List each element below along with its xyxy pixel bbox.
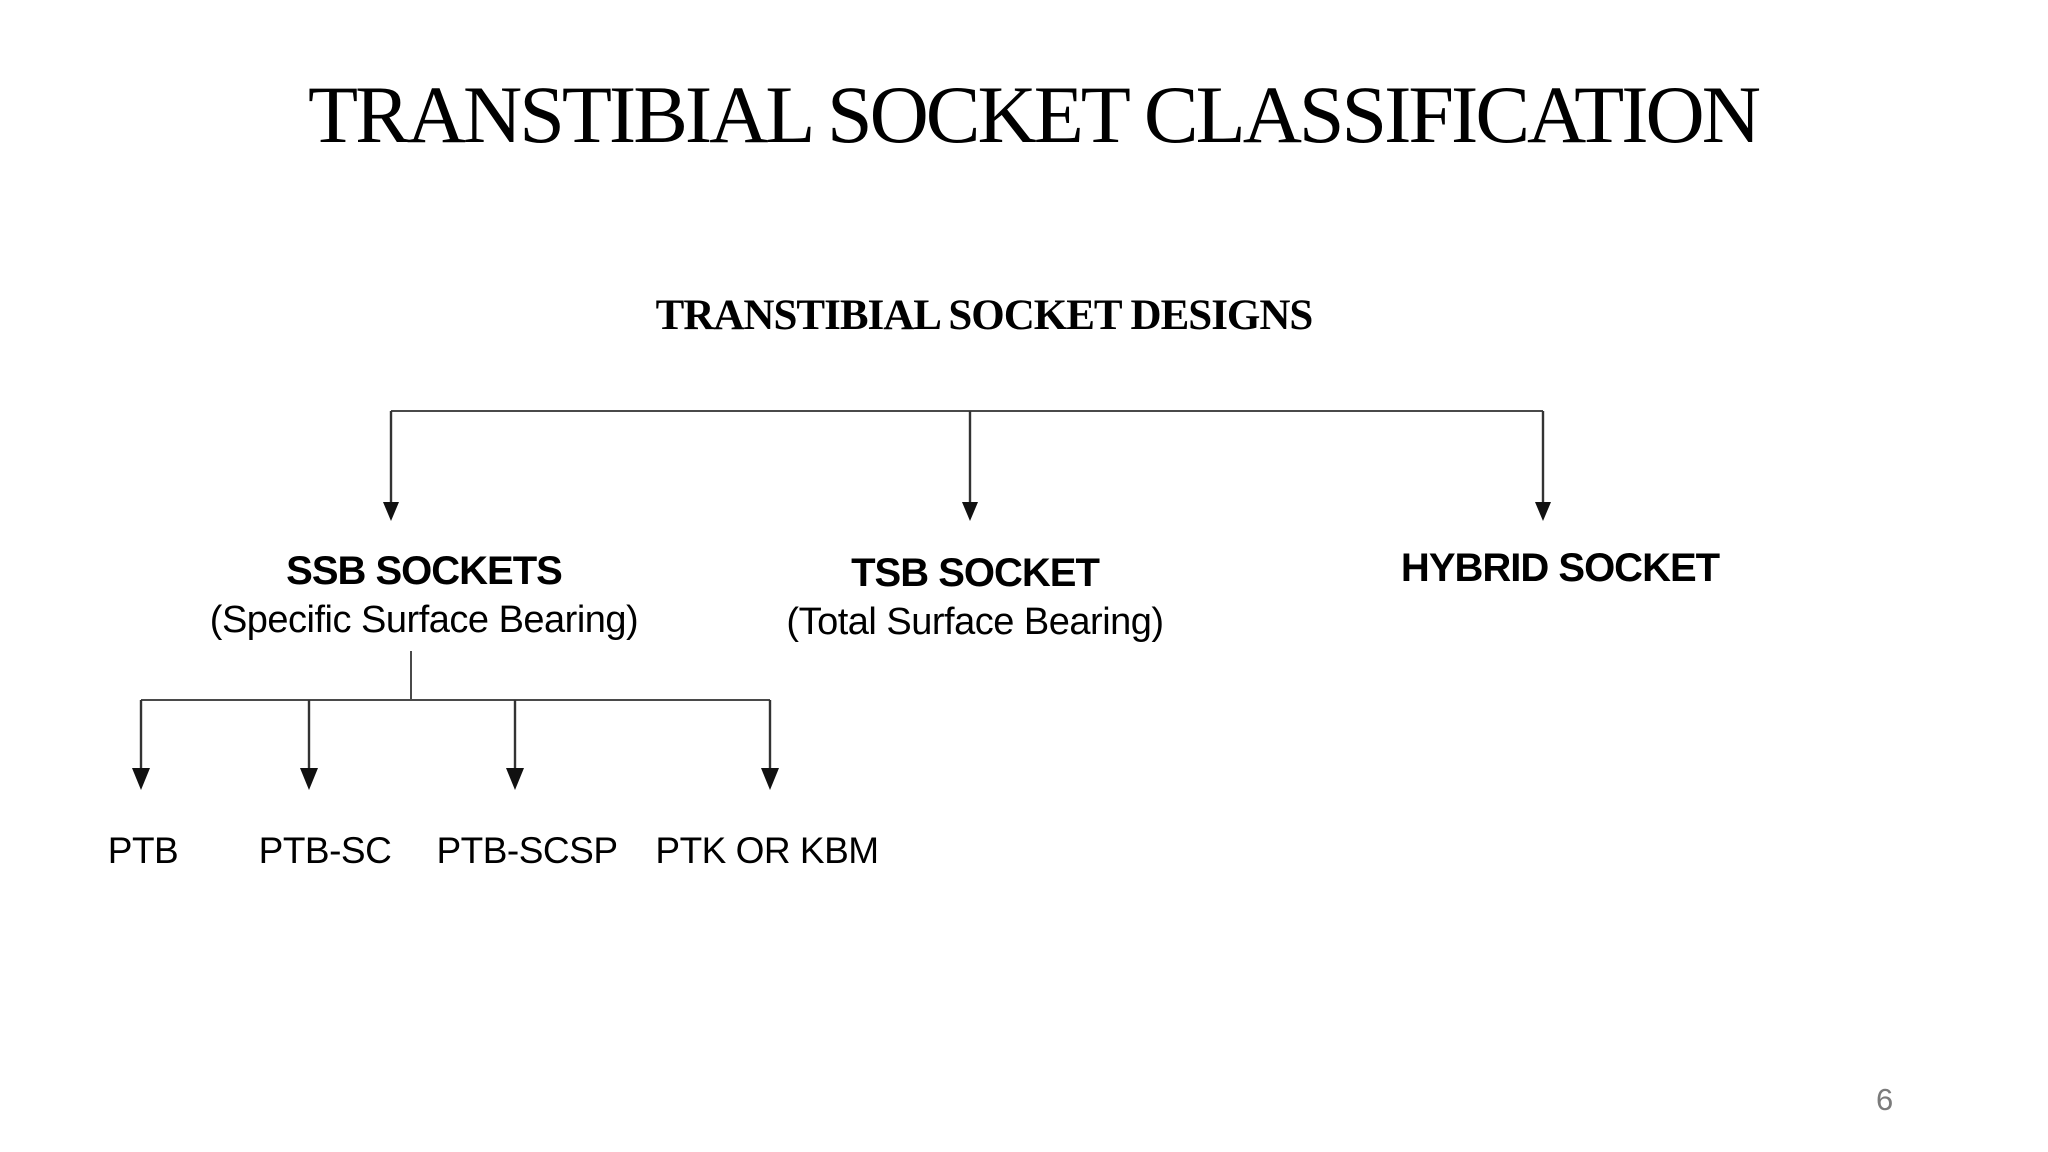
leaf-ptb: PTB (107, 830, 179, 871)
leaf-ptb-scsp: PTB-SCSP (436, 830, 618, 871)
arrowhead-ssb (383, 502, 399, 521)
diagram-root-label: TRANSTIBIAL SOCKET DESIGNS (655, 292, 1314, 339)
branch-ssb: SSB SOCKETS (Specific Surface Bearing) (209, 546, 639, 644)
branch-hybrid-label: HYBRID SOCKET (1400, 546, 1720, 590)
branch-tsb-sublabel: (Total Surface Bearing) (786, 601, 1164, 643)
slide-title: TRANSTIBIAL SOCKET CLASSIFICATION (308, 69, 1761, 160)
arrowhead-tsb (962, 502, 978, 521)
arrowhead-hybrid (1535, 502, 1551, 521)
arrowhead-ptb-scsp (506, 768, 524, 790)
branch-ssb-label: SSB SOCKETS (286, 549, 563, 593)
branch-tsb-label: TSB SOCKET (851, 551, 1100, 595)
leaf-ptb-sc: PTB-SC (258, 830, 392, 871)
page-number: 6 (1876, 1082, 1894, 1117)
branch-hybrid: HYBRID SOCKET (1400, 543, 1720, 593)
arrowhead-ptb-sc (300, 768, 318, 790)
leaf-ptk-or-kbm: PTK OR KBM (655, 830, 879, 871)
arrowhead-ptb (132, 768, 150, 790)
branch-ssb-sublabel: (Specific Surface Bearing) (209, 599, 639, 641)
branch-tsb: TSB SOCKET (Total Surface Bearing) (786, 548, 1164, 646)
arrowhead-ptk (761, 768, 779, 790)
